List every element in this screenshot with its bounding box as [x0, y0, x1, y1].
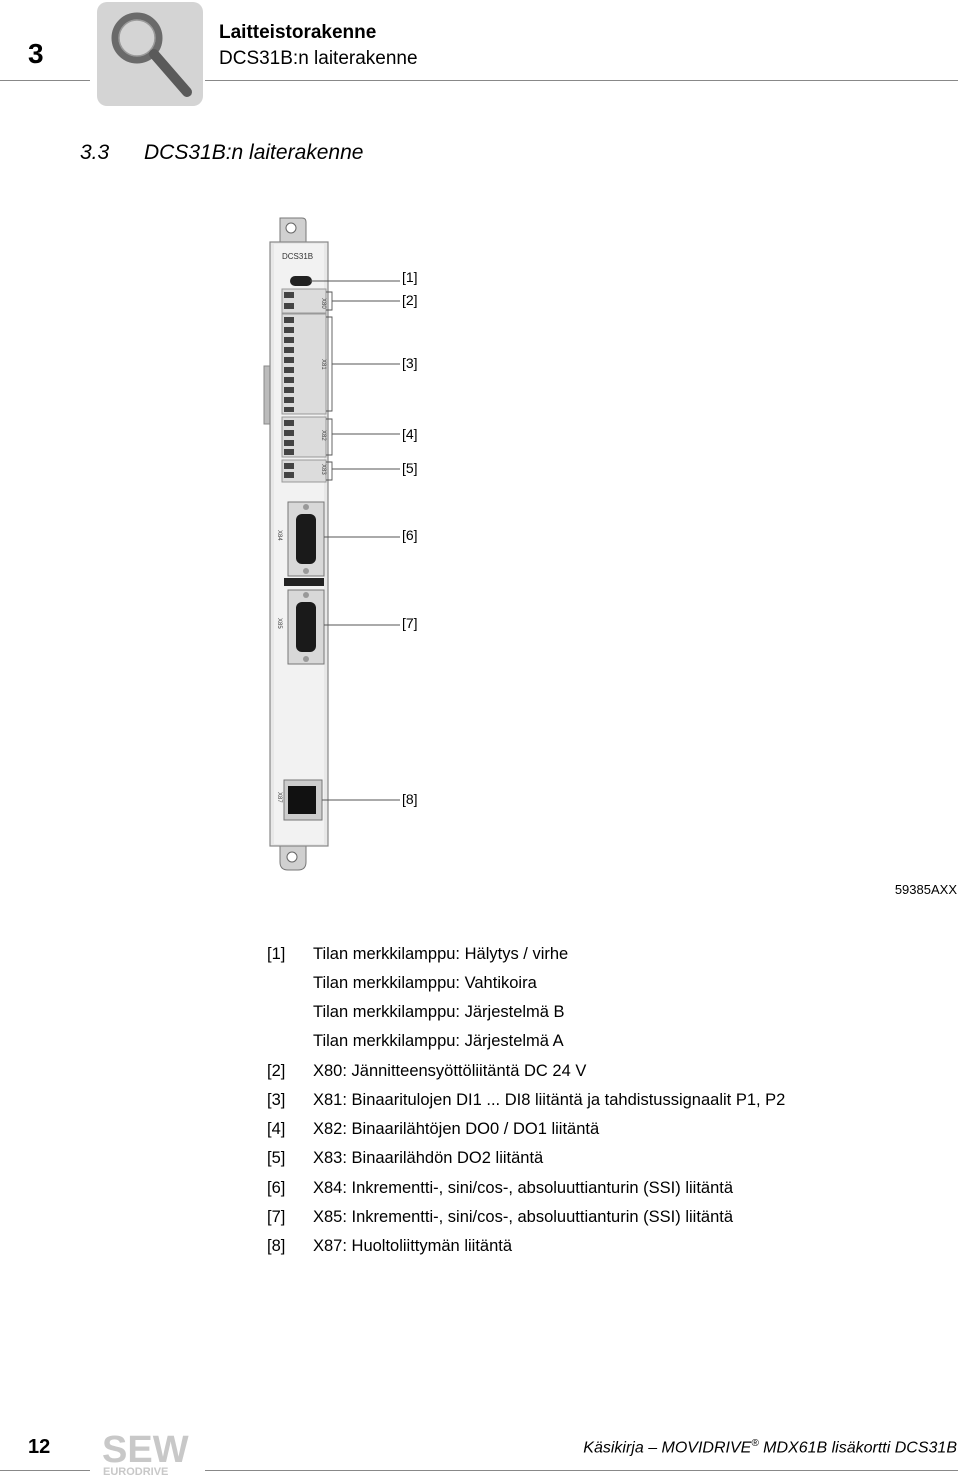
legend-text: X85: Inkrementti-, sini/cos-, absoluutti…: [313, 1208, 734, 1226]
callout-1: [1]: [402, 269, 418, 285]
footer-divider-right: [205, 1470, 958, 1471]
callout-7: [7]: [402, 615, 418, 631]
legend-text: X80: Jännitteensyöttöliitäntä DC 24 V: [313, 1062, 587, 1080]
callout-8: [8]: [402, 791, 418, 807]
legend-ref: [6]: [267, 1179, 286, 1197]
dcs31b-module-drawing: DCS31B: [263, 217, 400, 871]
legend-text: X83: Binaarilähdön DO2 liitäntä: [313, 1149, 544, 1167]
header-subtitle: DCS31B:n laiterakenne: [219, 48, 418, 69]
connector-label-x85: X85: [276, 618, 282, 629]
legend-text: Tilan merkkilamppu: Hälytys / virhe: [313, 945, 569, 963]
registered-mark: ®: [751, 1438, 759, 1449]
connector-label-x83: X83: [320, 464, 326, 475]
footer-divider-left: [0, 1470, 90, 1471]
legend-ref: [7]: [267, 1208, 286, 1226]
figure-id: 59385AXX: [894, 882, 957, 897]
chapter-number: 3: [28, 38, 44, 69]
callout-2: [2]: [402, 292, 418, 308]
connector-label-x82: X82: [320, 430, 326, 441]
section-number: 3.3: [80, 141, 110, 164]
device-figure: DCS31B: [260, 214, 440, 874]
magnifier-icon: [97, 2, 203, 106]
legend-text: Tilan merkkilamppu: Järjestelmä B: [313, 1003, 565, 1021]
section-title: DCS31B:n laiterakenne: [144, 141, 364, 164]
connector-label-x84: X84: [276, 530, 282, 541]
legend-ref: [1]: [267, 945, 286, 963]
legend-text: X81: Binaaritulojen DI1 ... DI8 liitäntä…: [313, 1091, 786, 1109]
sew-eurodrive-logo: SEW EURODRIVE: [100, 1428, 206, 1478]
section-heading: 3.3 DCS31B:n laiterakenne: [80, 141, 363, 165]
legend-ref: [8]: [267, 1237, 286, 1255]
connector-label-x87: X87: [276, 792, 282, 803]
legend-text: Tilan merkkilamppu: Järjestelmä A: [313, 1032, 564, 1050]
legend-text: Tilan merkkilamppu: Vahtikoira: [313, 974, 537, 992]
callout-4: [4]: [402, 426, 418, 442]
legend-ref: [2]: [267, 1062, 286, 1080]
header-divider-left: [0, 80, 90, 81]
legend-text: X84: Inkrementti-, sini/cos-, absoluutti…: [313, 1179, 734, 1197]
callout-3: [3]: [402, 355, 418, 371]
logo-text: SEW: [102, 1429, 189, 1471]
chapter-box: 3: [0, 10, 76, 80]
header-divider-right: [205, 80, 958, 81]
legend-text: X82: Binaarilähtöjen DO0 / DO1 liitäntä: [313, 1120, 600, 1138]
document-title: Käsikirja – MOVIDRIVE® MDX61B lisäkortti…: [583, 1438, 957, 1457]
legend-text: X87: Huoltoliittymän liitäntä: [313, 1237, 513, 1255]
logo-subtext: EURODRIVE: [103, 1466, 168, 1478]
document-title-prefix: Käsikirja – MOVIDRIVE: [583, 1439, 752, 1457]
header-title: Laitteistorakenne: [219, 22, 377, 43]
legend-ref: [4]: [267, 1120, 286, 1138]
connector-label-x81: X81: [320, 359, 326, 370]
legend-ref: [5]: [267, 1149, 286, 1167]
connector-label-x80: X80: [320, 298, 326, 309]
callout-6: [6]: [402, 527, 418, 543]
page-number: 12: [28, 1436, 51, 1458]
callout-5: [5]: [402, 460, 418, 476]
legend-ref: [3]: [267, 1091, 286, 1109]
document-title-suffix: MDX61B lisäkortti DCS31B: [758, 1439, 957, 1457]
device-label: DCS31B: [282, 252, 313, 261]
